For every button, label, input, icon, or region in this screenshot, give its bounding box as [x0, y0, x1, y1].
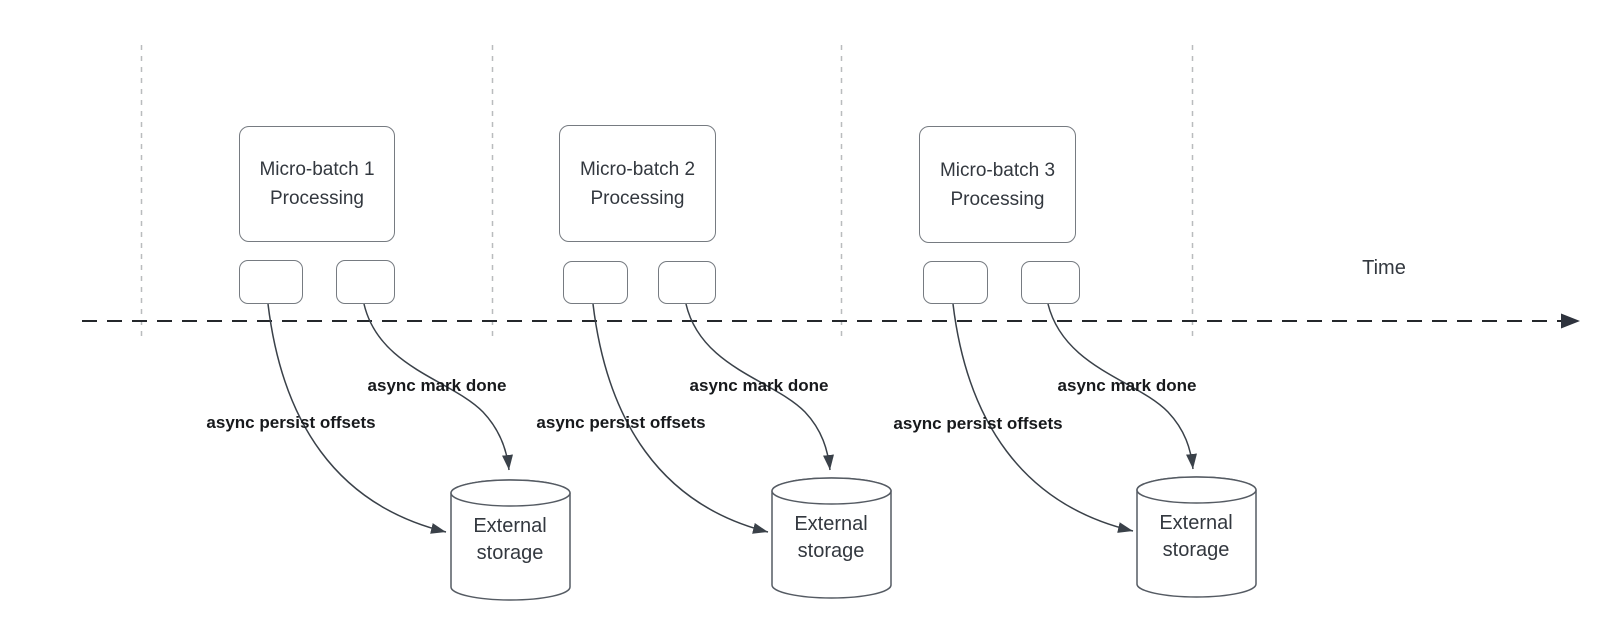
task-box-a-batch3 — [923, 261, 988, 304]
external-storage-label-batch2: External storage — [794, 513, 868, 562]
external-storage-label-batch3: External storage — [1159, 512, 1233, 561]
mark-done-label-batch1: async mark done — [367, 376, 507, 395]
persist-offsets-label-batch1: async persist offsets — [206, 413, 376, 432]
mark-done-label-batch3: async mark done — [1057, 376, 1197, 395]
micro-batch-2-processing-box: Micro-batch 2 Processing — [559, 125, 716, 242]
task-box-a-batch2 — [563, 261, 628, 304]
micro-batch-1-processing-label: Micro-batch 1 Processing — [259, 159, 375, 209]
persist-offsets-arrow-batch3 — [952, 303, 1134, 533]
micro-batch-1-processing-box: Micro-batch 1 Processing — [239, 126, 395, 242]
external-storage-label-batch1: External storage — [473, 515, 547, 564]
micro-batch-3-processing-box: Micro-batch 3 Processing — [919, 126, 1076, 243]
task-box-b-batch3 — [1021, 261, 1080, 304]
task-box-a-batch1 — [239, 260, 303, 304]
micro-batch-3-processing-label: Micro-batch 3 Processing — [939, 159, 1056, 210]
mark-done-label-batch2: async mark done — [689, 376, 829, 395]
mark-done-arrow-batch1 — [363, 303, 513, 471]
mark-done-arrow-batch2 — [685, 303, 834, 471]
persist-offsets-arrow-batch2 — [592, 303, 769, 534]
task-box-b-batch2 — [658, 261, 716, 304]
mark-done-arrow-batch3 — [1047, 303, 1197, 470]
time-axis-arrowhead-icon — [1561, 313, 1580, 329]
external-storage-cylinder-batch3 — [1136, 476, 1257, 598]
micro-batch-2-processing-label: Micro-batch 2 Processing — [579, 158, 696, 209]
time-label: Time — [1362, 257, 1406, 279]
task-box-b-batch1 — [336, 260, 395, 304]
persist-offsets-label-batch2: async persist offsets — [536, 413, 706, 432]
external-storage-cylinder-batch2 — [771, 477, 892, 599]
external-storage-cylinder-batch1 — [450, 479, 571, 601]
persist-offsets-arrow-batch1 — [267, 303, 447, 534]
persist-offsets-label-batch3: async persist offsets — [893, 414, 1063, 433]
